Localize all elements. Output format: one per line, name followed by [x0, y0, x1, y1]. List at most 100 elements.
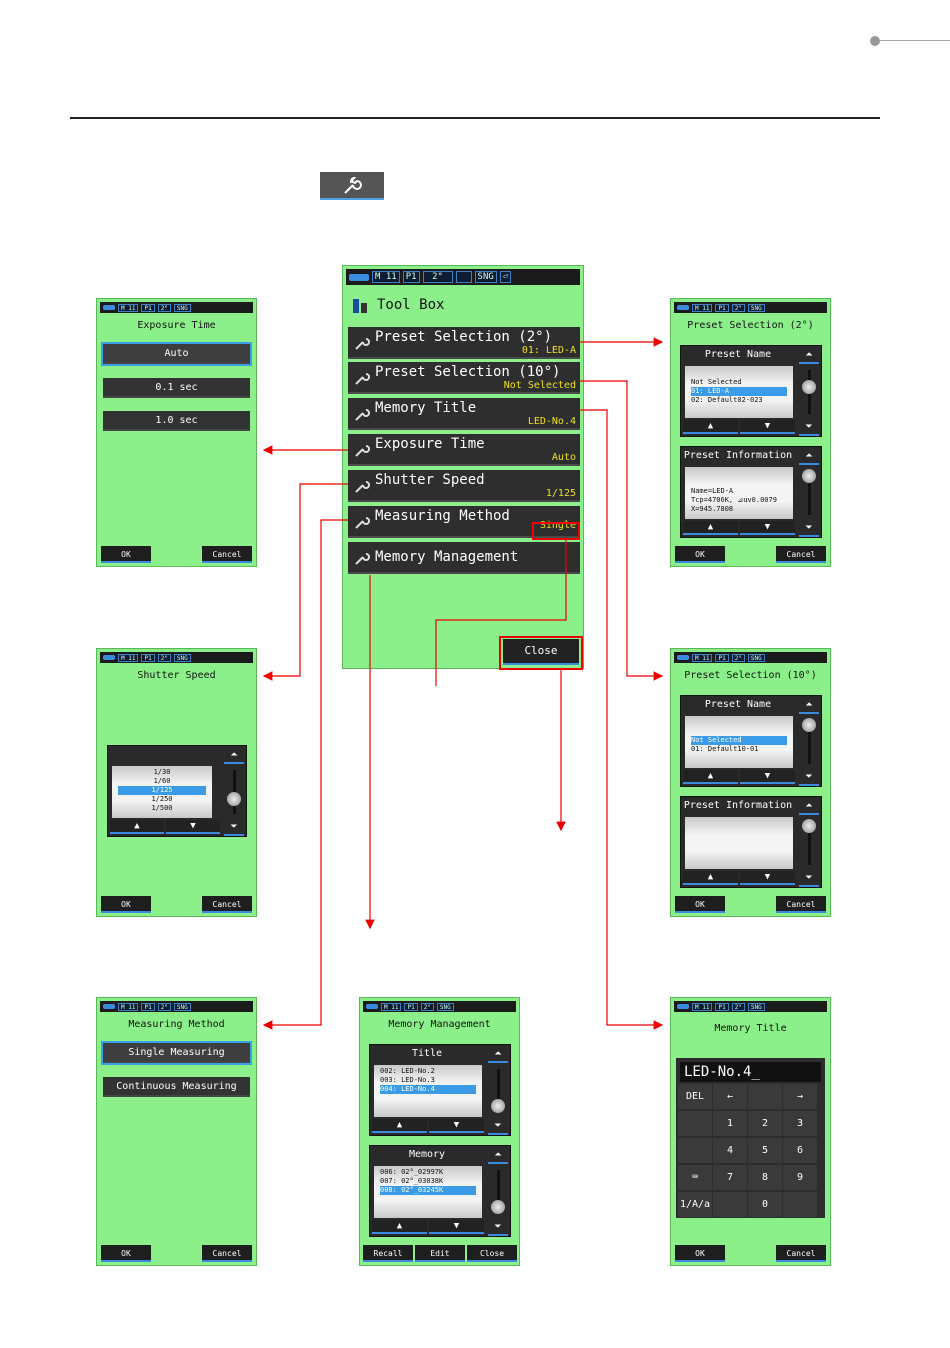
list-item[interactable]: Not Selected: [691, 378, 742, 386]
down-arrow-icon[interactable]: ▼: [429, 1119, 484, 1133]
up-arrow-icon[interactable]: ▲: [372, 1220, 427, 1234]
key-7[interactable]: 7: [713, 1165, 747, 1190]
close-button[interactable]: Close: [467, 1245, 517, 1262]
menu-item-preset-2[interactable]: Preset Selection (2°) 01: LED-A: [348, 327, 580, 359]
scroll-top-icon[interactable]: ⏶: [224, 748, 244, 764]
blank-key[interactable]: [748, 1084, 782, 1109]
down-arrow-icon[interactable]: ▼: [740, 420, 795, 434]
scroll-bottom-icon[interactable]: ⏷: [488, 1119, 508, 1135]
title-input[interactable]: LED-No.4_: [680, 1062, 821, 1082]
ok-button[interactable]: OK: [101, 546, 151, 563]
list-item[interactable]: 01: LED-A: [691, 387, 787, 396]
list-item[interactable]: 003: LED-No.3: [380, 1076, 435, 1084]
scroll-knob[interactable]: [802, 469, 816, 483]
cancel-button[interactable]: Cancel: [776, 1245, 826, 1262]
scroll-top-icon[interactable]: ⏶: [799, 799, 819, 815]
scrollbar[interactable]: ⏶⏷: [224, 748, 244, 836]
menu-item-memory-management[interactable]: Memory Management: [348, 542, 580, 574]
keyboard-icon[interactable]: ⌨: [678, 1165, 712, 1190]
up-arrow-icon[interactable]: ▲: [683, 770, 738, 784]
option-1-0-sec[interactable]: 1.0 sec: [103, 411, 250, 431]
key-8[interactable]: 8: [748, 1165, 782, 1190]
toolbox-button[interactable]: [320, 172, 384, 200]
list-item[interactable]: 008: 02°_03245K: [380, 1186, 476, 1195]
blank-key[interactable]: [678, 1111, 712, 1136]
up-arrow-icon[interactable]: ▲: [372, 1119, 427, 1133]
blank-key[interactable]: [783, 1192, 817, 1217]
scrollbar[interactable]: ⏶⏷: [799, 799, 819, 887]
cancel-button[interactable]: Cancel: [202, 896, 252, 913]
list-item[interactable]: 1/30: [153, 768, 171, 776]
recall-button[interactable]: Recall: [363, 1245, 413, 1262]
scroll-bottom-icon[interactable]: ⏷: [799, 871, 819, 887]
right-arrow-key[interactable]: →: [783, 1084, 817, 1109]
list-item[interactable]: 1/500: [151, 804, 173, 812]
scrollbar[interactable]: ⏶⏷: [799, 348, 819, 436]
up-arrow-icon[interactable]: ▲: [683, 871, 738, 885]
scroll-knob[interactable]: [802, 718, 816, 732]
up-arrow-icon[interactable]: ▲: [683, 420, 738, 434]
list-item[interactable]: Not Selected: [691, 736, 787, 745]
scroll-bottom-icon[interactable]: ⏷: [799, 770, 819, 786]
menu-item-exposure-time[interactable]: Exposure Time Auto: [348, 434, 580, 466]
list-item[interactable]: 02: Default02-023: [691, 396, 763, 404]
menu-item-preset-10[interactable]: Preset Selection (10°) Not Selected: [348, 362, 580, 394]
scrollbar[interactable]: ⏶⏷: [488, 1047, 508, 1135]
ok-button[interactable]: OK: [675, 546, 725, 563]
up-arrow-icon[interactable]: ▲: [110, 820, 164, 834]
key-1[interactable]: 1: [713, 1111, 747, 1136]
scrollbar[interactable]: ⏶⏷: [799, 698, 819, 786]
down-arrow-icon[interactable]: ▼: [429, 1220, 484, 1234]
preset-name-list[interactable]: Not Selected 01: LED-A 02: Default02-023: [685, 366, 793, 418]
preset-name-list[interactable]: Not Selected 01: Default10-01: [685, 716, 793, 768]
down-arrow-icon[interactable]: ▼: [740, 871, 795, 885]
memory-list[interactable]: 006: 02°_02997K 007: 02°_03038K 008: 02°…: [374, 1166, 482, 1218]
scrollbar[interactable]: ⏶⏷: [488, 1148, 508, 1236]
down-arrow-icon[interactable]: ▼: [740, 521, 795, 535]
title-list[interactable]: 002: LED-No.2 003: LED-No.3 004: LED-No.…: [374, 1065, 482, 1117]
scrollbar[interactable]: ⏶⏷: [799, 449, 819, 537]
scroll-bottom-icon[interactable]: ⏷: [799, 521, 819, 537]
list-item[interactable]: 002: LED-No.2: [380, 1067, 435, 1075]
list-item[interactable]: 1/60: [153, 777, 171, 785]
scroll-top-icon[interactable]: ⏶: [799, 698, 819, 714]
menu-item-shutter-speed[interactable]: Shutter Speed 1/125: [348, 470, 580, 502]
scroll-knob[interactable]: [227, 792, 241, 806]
scroll-knob[interactable]: [491, 1099, 505, 1113]
blank-key[interactable]: [713, 1192, 747, 1217]
left-arrow-key[interactable]: ←: [713, 1084, 747, 1109]
scroll-knob[interactable]: [802, 380, 816, 394]
shutter-list[interactable]: 1/30 1/60 1/125 1/250 1/500: [112, 766, 212, 818]
ok-button[interactable]: OK: [101, 1245, 151, 1262]
down-arrow-icon[interactable]: ▼: [740, 770, 795, 784]
option-auto[interactable]: Auto: [101, 342, 252, 366]
key-3[interactable]: 3: [783, 1111, 817, 1136]
scroll-knob[interactable]: [491, 1200, 505, 1214]
close-button[interactable]: Close: [503, 639, 579, 665]
ok-button[interactable]: OK: [675, 1245, 725, 1262]
key-0[interactable]: 0: [748, 1192, 782, 1217]
key-4[interactable]: 4: [713, 1138, 747, 1163]
list-item[interactable]: 1/250: [151, 795, 173, 803]
scroll-top-icon[interactable]: ⏶: [488, 1148, 508, 1164]
menu-item-memory-title[interactable]: Memory Title LED-No.4: [348, 398, 580, 430]
list-item[interactable]: 006: 02°_02997K: [380, 1168, 444, 1176]
edit-button[interactable]: Edit: [415, 1245, 465, 1262]
cancel-button[interactable]: Cancel: [776, 896, 826, 913]
scroll-knob[interactable]: [802, 819, 816, 833]
cancel-button[interactable]: Cancel: [202, 546, 252, 563]
list-item[interactable]: 01: Default10-01: [691, 745, 759, 753]
down-arrow-icon[interactable]: ▼: [166, 820, 220, 834]
blank-key[interactable]: [678, 1138, 712, 1163]
key-2[interactable]: 2: [748, 1111, 782, 1136]
option-single-measuring[interactable]: Single Measuring: [101, 1041, 252, 1065]
scroll-bottom-icon[interactable]: ⏷: [224, 820, 244, 836]
ok-button[interactable]: OK: [675, 896, 725, 913]
scroll-top-icon[interactable]: ⏶: [488, 1047, 508, 1063]
cancel-button[interactable]: Cancel: [202, 1245, 252, 1262]
option-0-1-sec[interactable]: 0.1 sec: [103, 378, 250, 398]
list-item[interactable]: 007: 02°_03038K: [380, 1177, 444, 1185]
del-key[interactable]: DEL: [678, 1084, 712, 1109]
key-6[interactable]: 6: [783, 1138, 817, 1163]
up-arrow-icon[interactable]: ▲: [683, 521, 738, 535]
